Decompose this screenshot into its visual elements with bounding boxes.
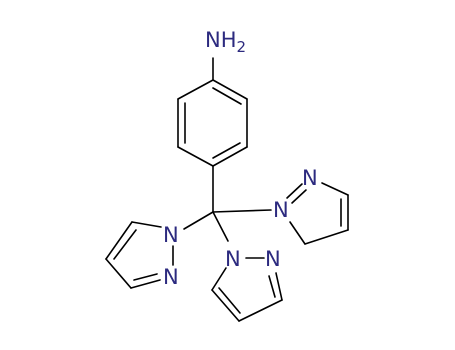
- benzene-ring: [177, 79, 248, 167]
- bond-bottom-c5-n1: [211, 267, 227, 291]
- bond-right-c5-n1: [289, 221, 306, 245]
- pyrazole-right-n1-label: N: [273, 198, 289, 222]
- pyrazole-left: [105, 221, 174, 289]
- atom-labels: NH2 N N N N N N: [163, 28, 318, 289]
- bond-benzene-3: [212, 146, 248, 167]
- pyrazole-bottom-n2-label: N: [265, 247, 281, 271]
- bond-center-bottom-pyrazole: [212, 211, 229, 242]
- bond-center-right-pyrazole: [212, 209, 272, 213]
- bond-left-n1-c5: [131, 221, 162, 228]
- bond-center-left-pyrazole: [183, 211, 214, 230]
- bond-left-c4-c3: [105, 258, 132, 289]
- amine-hydrogen-label: H: [221, 28, 237, 52]
- bond-bottom-n2-c3: [275, 272, 283, 301]
- bond-bottom-n2-c3-double: [268, 275, 276, 298]
- bond-benzene-6: [177, 79, 214, 100]
- amine-group: NH2: [205, 28, 246, 56]
- bond-left-c3-n2-double: [133, 273, 158, 281]
- bonds: [105, 57, 349, 322]
- bond-right-n1-n2: [286, 183, 303, 199]
- bond-bottom-c4-c5-double: [218, 287, 241, 314]
- amine-hydrogen-count: 2: [237, 38, 247, 56]
- bond-left-c5-c4-double: [113, 229, 137, 260]
- pyrazole-bottom: [211, 257, 283, 322]
- bond-benzene-double-1: [212, 87, 242, 105]
- bond-benzene-4: [177, 146, 214, 167]
- bond-left-c5-c4: [105, 221, 133, 260]
- amine-nitrogen-label: N: [205, 28, 221, 52]
- bond-bottom-c4-c5: [211, 289, 240, 322]
- bond-right-c4-c5: [304, 229, 349, 245]
- pyrazole-left-n2-label: N: [163, 265, 179, 289]
- bond-benzene-double-2: [212, 142, 241, 159]
- pyrazole-right: [286, 182, 349, 245]
- pyrazole-right-n2-label: N: [302, 166, 318, 190]
- bond-right-n1-n2-double: [291, 189, 307, 204]
- bond-right-n2-c3: [321, 182, 349, 196]
- bond-left-c3-n2: [130, 279, 161, 289]
- bond-bottom-c3-c4: [238, 299, 283, 322]
- bond-benzene-1: [212, 79, 248, 100]
- pyrazole-left-n1-label: N: [163, 223, 179, 247]
- pyrazole-bottom-n1-label: N: [225, 247, 241, 271]
